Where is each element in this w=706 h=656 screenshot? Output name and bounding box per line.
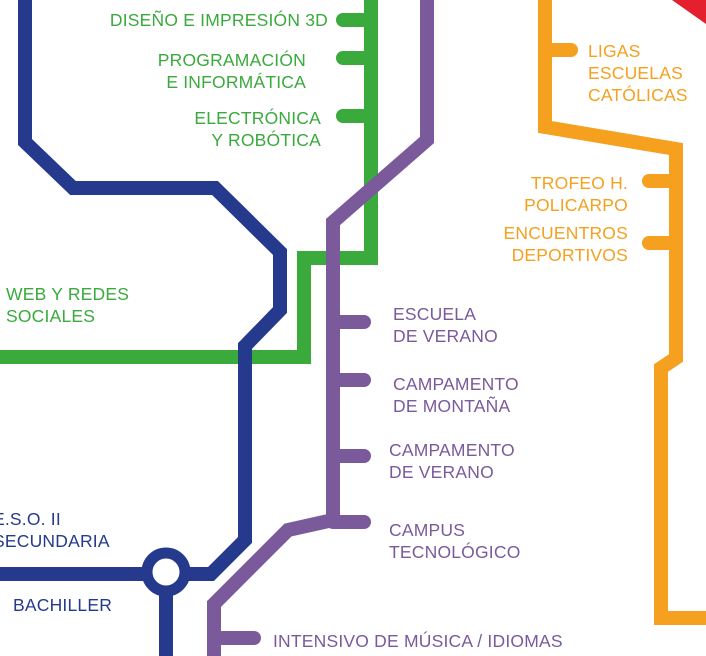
station-label-electronica: ELECTRÓNICA Y ROBÓTICA — [194, 108, 321, 150]
station-label-campamento-montana: CAMPAMENTO DE MONTAÑA — [393, 374, 519, 416]
station-label-bachiller: BACHILLER — [13, 595, 113, 615]
station-label-diseno: DISEÑO E IMPRESIÓN 3D — [109, 10, 328, 30]
blue-line — [0, 0, 287, 581]
station-label-escuela-verano: ESCUELA DE VERANO — [393, 304, 498, 346]
blue-interchange-station — [141, 547, 191, 597]
station-label-ligas: LIGAS ESCUELAS CATÓLICAS — [588, 41, 688, 105]
station-label-eso: E.S.O. II SECUNDARIA — [0, 509, 110, 551]
orange-line — [538, 0, 706, 625]
station-label-web: WEB Y REDES SOCIALES — [6, 284, 130, 326]
station-label-encuentros: ENCUENTROS DEPORTIVOS — [503, 223, 628, 265]
station-label-intensivo: INTENSIVO DE MÚSICA / IDIOMAS — [273, 631, 563, 651]
green-line — [0, 0, 378, 364]
station-label-programacion: PROGRAMACIÓN E INFORMÁTICA — [157, 50, 306, 92]
red-corner-shape — [672, 0, 706, 24]
station-label-trofeo: TROFEO H. POLICARPO — [524, 173, 628, 215]
station-label-campus: CAMPUS TECNOLÓGICO — [389, 520, 521, 562]
station-label-campamento-verano: CAMPAMENTO DE VERANO — [389, 440, 515, 482]
